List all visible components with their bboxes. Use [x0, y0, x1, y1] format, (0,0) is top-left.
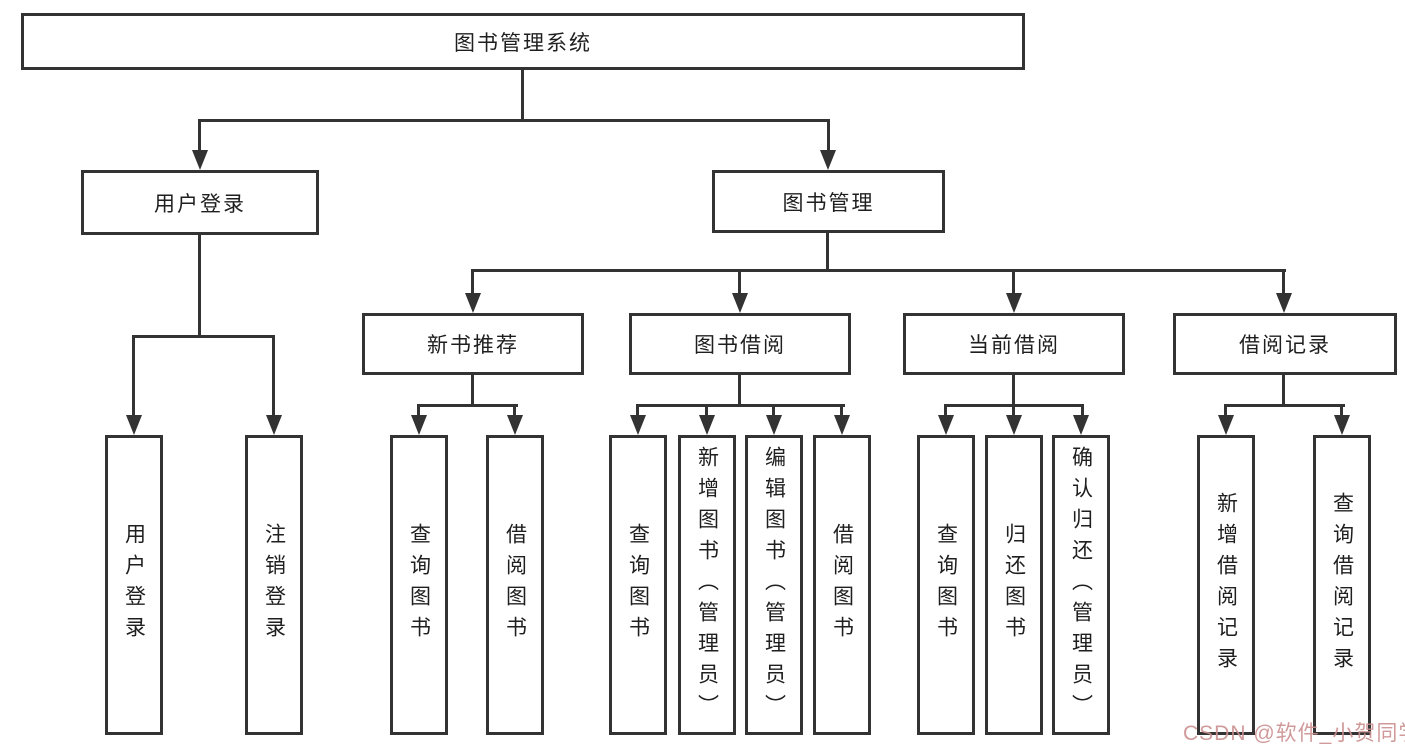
leaf-user-login: 用户登录: [105, 435, 163, 735]
arrowhead-down-icon: [126, 415, 142, 435]
leaf-cb-confirm-return-admin-label: 确认归还（管理员）: [1069, 445, 1093, 725]
connector-line: [1340, 404, 1343, 417]
leaf-br-query-record-label: 查询借阅记录: [1330, 492, 1354, 678]
connector-line: [826, 233, 829, 272]
node-current-borrowing-label: 当前借阅: [968, 334, 1060, 357]
connector-line: [1282, 375, 1285, 407]
leaf-bb-edit-books-admin-label: 编辑图书（管理员）: [762, 445, 786, 725]
leaf-bb-add-books-admin: 新增图书（管理员）: [678, 435, 736, 735]
node-new-book-recommend-label: 新书推荐: [427, 334, 519, 357]
leaf-bb-add-books-admin-label: 新增图书（管理员）: [695, 445, 719, 725]
arrowhead-down-icon: [192, 150, 208, 170]
node-root: 图书管理系统: [21, 13, 1025, 70]
leaf-cb-return-books: 归还图书: [985, 435, 1043, 735]
leaf-logout-label: 注销登录: [262, 523, 286, 647]
connector-line: [513, 404, 516, 417]
connector-line: [471, 269, 474, 295]
leaf-br-add-record: 新增借阅记录: [1197, 435, 1255, 735]
node-borrow-records: 借阅记录: [1173, 313, 1397, 375]
leaf-bb-query-books: 查询图书: [609, 435, 667, 735]
connector-line: [1224, 404, 1345, 407]
leaf-nbr-borrow-books-label: 借阅图书: [503, 523, 527, 647]
arrowhead-down-icon: [1073, 415, 1089, 435]
arrowhead-down-icon: [1276, 293, 1292, 313]
arrowhead-down-icon: [732, 293, 748, 313]
node-book-management-label: 图书管理: [782, 191, 875, 215]
arrowhead-down-icon: [699, 415, 715, 435]
leaf-nbr-query-books-label: 查询图书: [407, 523, 431, 647]
leaf-logout: 注销登录: [245, 435, 303, 735]
connector-line: [132, 335, 135, 417]
connector-line: [1081, 404, 1084, 417]
connector-line: [417, 404, 518, 407]
leaf-cb-return-books-label: 归还图书: [1002, 523, 1026, 647]
leaf-nbr-borrow-books: 借阅图书: [486, 435, 544, 735]
leaf-nbr-query-books: 查询图书: [390, 435, 448, 735]
arrowhead-down-icon: [1006, 293, 1022, 313]
arrowhead-down-icon: [411, 415, 427, 435]
node-book-management: 图书管理: [712, 170, 945, 233]
connector-line: [198, 119, 830, 122]
arrowhead-down-icon: [1006, 415, 1022, 435]
arrowhead-down-icon: [1334, 415, 1350, 435]
connector-line: [944, 404, 947, 417]
connector-line: [1012, 404, 1015, 417]
arrowhead-down-icon: [266, 415, 282, 435]
arrowhead-down-icon: [766, 415, 782, 435]
arrowhead-down-icon: [507, 415, 523, 435]
connector-line: [471, 375, 474, 407]
connector-line: [198, 232, 201, 338]
connector-line: [705, 404, 708, 417]
leaf-bb-edit-books-admin: 编辑图书（管理员）: [745, 435, 803, 735]
leaf-br-query-record: 查询借阅记录: [1313, 435, 1371, 735]
arrowhead-down-icon: [938, 415, 954, 435]
connector-line: [521, 68, 524, 120]
arrowhead-down-icon: [630, 415, 646, 435]
connector-line: [636, 404, 845, 407]
leaf-br-add-record-label: 新增借阅记录: [1214, 492, 1238, 678]
csdn-watermark: CSDN @软件_小贺同学: [1183, 722, 1405, 745]
node-user-login-label: 用户登录: [154, 192, 246, 216]
node-borrow-records-label: 借阅记录: [1239, 334, 1331, 357]
node-book-borrowing: 图书借阅: [629, 313, 851, 375]
connector-line: [417, 404, 420, 417]
connector-line: [840, 404, 843, 417]
connector-line: [827, 119, 830, 152]
connector-line: [1224, 404, 1227, 417]
connector-line: [272, 335, 275, 417]
leaf-bb-borrow-books-label: 借阅图书: [830, 523, 854, 647]
leaf-cb-confirm-return-admin: 确认归还（管理员）: [1052, 435, 1110, 735]
leaf-bb-query-books-label: 查询图书: [626, 523, 650, 647]
connector-line: [772, 404, 775, 417]
connector-line: [1012, 375, 1015, 407]
connector-line: [636, 404, 639, 417]
node-user-login: 用户登录: [81, 170, 319, 235]
leaf-cb-query-books-label: 查询图书: [934, 523, 958, 647]
leaf-cb-query-books: 查询图书: [917, 435, 975, 735]
connector-line: [1282, 269, 1285, 295]
connector-line: [471, 269, 1286, 272]
node-new-book-recommend: 新书推荐: [362, 313, 584, 375]
connector-line: [738, 375, 741, 407]
node-current-borrowing: 当前借阅: [903, 313, 1125, 375]
connector-line: [132, 335, 275, 338]
leaf-bb-borrow-books: 借阅图书: [813, 435, 871, 735]
arrowhead-down-icon: [834, 415, 850, 435]
leaf-user-login-label: 用户登录: [122, 523, 146, 647]
arrowhead-down-icon: [1218, 415, 1234, 435]
node-book-borrowing-label: 图书借阅: [694, 334, 786, 357]
connector-line: [198, 119, 201, 152]
connector-line: [738, 269, 741, 295]
node-root-label: 图书管理系统: [454, 31, 592, 55]
connector-line: [1012, 269, 1015, 295]
arrowhead-down-icon: [820, 150, 836, 170]
arrowhead-down-icon: [465, 293, 481, 313]
